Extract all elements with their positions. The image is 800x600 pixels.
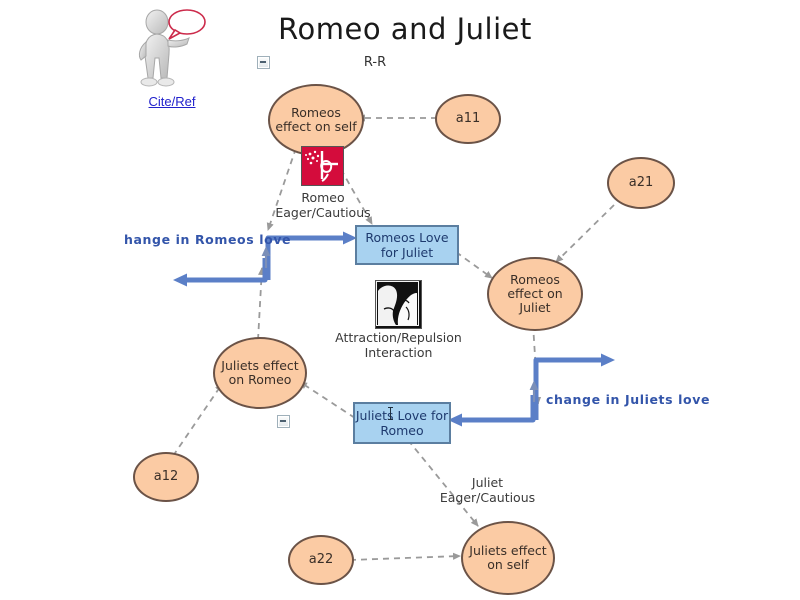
stock-romeos-love-for-juliet[interactable]: Romeos Love for Juliet	[355, 225, 459, 265]
text-cursor-icon	[388, 407, 393, 420]
collapse-minus-icon-mid[interactable]	[277, 415, 290, 428]
collapse-minus-icon-top[interactable]	[257, 56, 270, 69]
two-faces-bw-photo-icon[interactable]	[375, 280, 422, 329]
label-attraction-repulsion: Attraction/Repulsion Interaction	[335, 330, 462, 360]
node-juliets-effect-on-romeo[interactable]: Juliets effect on Romeo	[213, 337, 307, 409]
diagram-subtitle: R-R	[363, 55, 387, 70]
flow-label-change-in-juliets-love: change in Juliets love	[546, 392, 711, 407]
flow-juliets-love	[448, 353, 615, 427]
node-a21[interactable]: a21	[607, 157, 675, 209]
cite-ref-block[interactable]: Cite/Ref	[133, 6, 211, 109]
node-a11[interactable]: a11	[435, 94, 501, 144]
label-juliet-eager-cautious: Juliet Eager/Cautious	[439, 475, 536, 505]
cite-ref-link[interactable]: Cite/Ref	[148, 94, 196, 109]
node-label: Romeos effect on self	[275, 105, 357, 134]
node-label: Romeos effect on Juliet	[507, 272, 563, 315]
romeo-red-artwork-icon[interactable]	[301, 146, 344, 186]
node-a22[interactable]: a22	[288, 535, 354, 585]
node-label: a12	[153, 469, 179, 484]
person-speech-bubble-icon	[138, 9, 206, 87]
node-label: a22	[308, 552, 334, 567]
node-label: a11	[455, 111, 481, 126]
node-romeos-effect-on-juliet[interactable]: Romeos effect on Juliet	[487, 257, 583, 331]
flow-label-change-in-romeos-love: hange in Romeos love	[124, 232, 292, 247]
node-label: a21	[628, 175, 654, 190]
node-label: Juliets effect on self	[469, 543, 547, 572]
stock-label: Juliets Love for Romeo	[355, 408, 449, 438]
label-romeo-eager-cautious: Romeo Eager/Cautious	[275, 190, 371, 220]
node-juliets-effect-on-self[interactable]: Juliets effect on self	[461, 521, 555, 595]
stock-juliets-love-for-romeo[interactable]: Juliets Love for Romeo	[353, 402, 451, 444]
node-a12[interactable]: a12	[133, 452, 199, 502]
node-romeos-effect-on-self[interactable]: Romeos effect on self	[268, 84, 364, 156]
page-title: Romeo and Juliet	[278, 12, 532, 46]
node-label: Juliets effect on Romeo	[221, 358, 299, 387]
stock-label: Romeos Love for Juliet	[365, 230, 449, 260]
